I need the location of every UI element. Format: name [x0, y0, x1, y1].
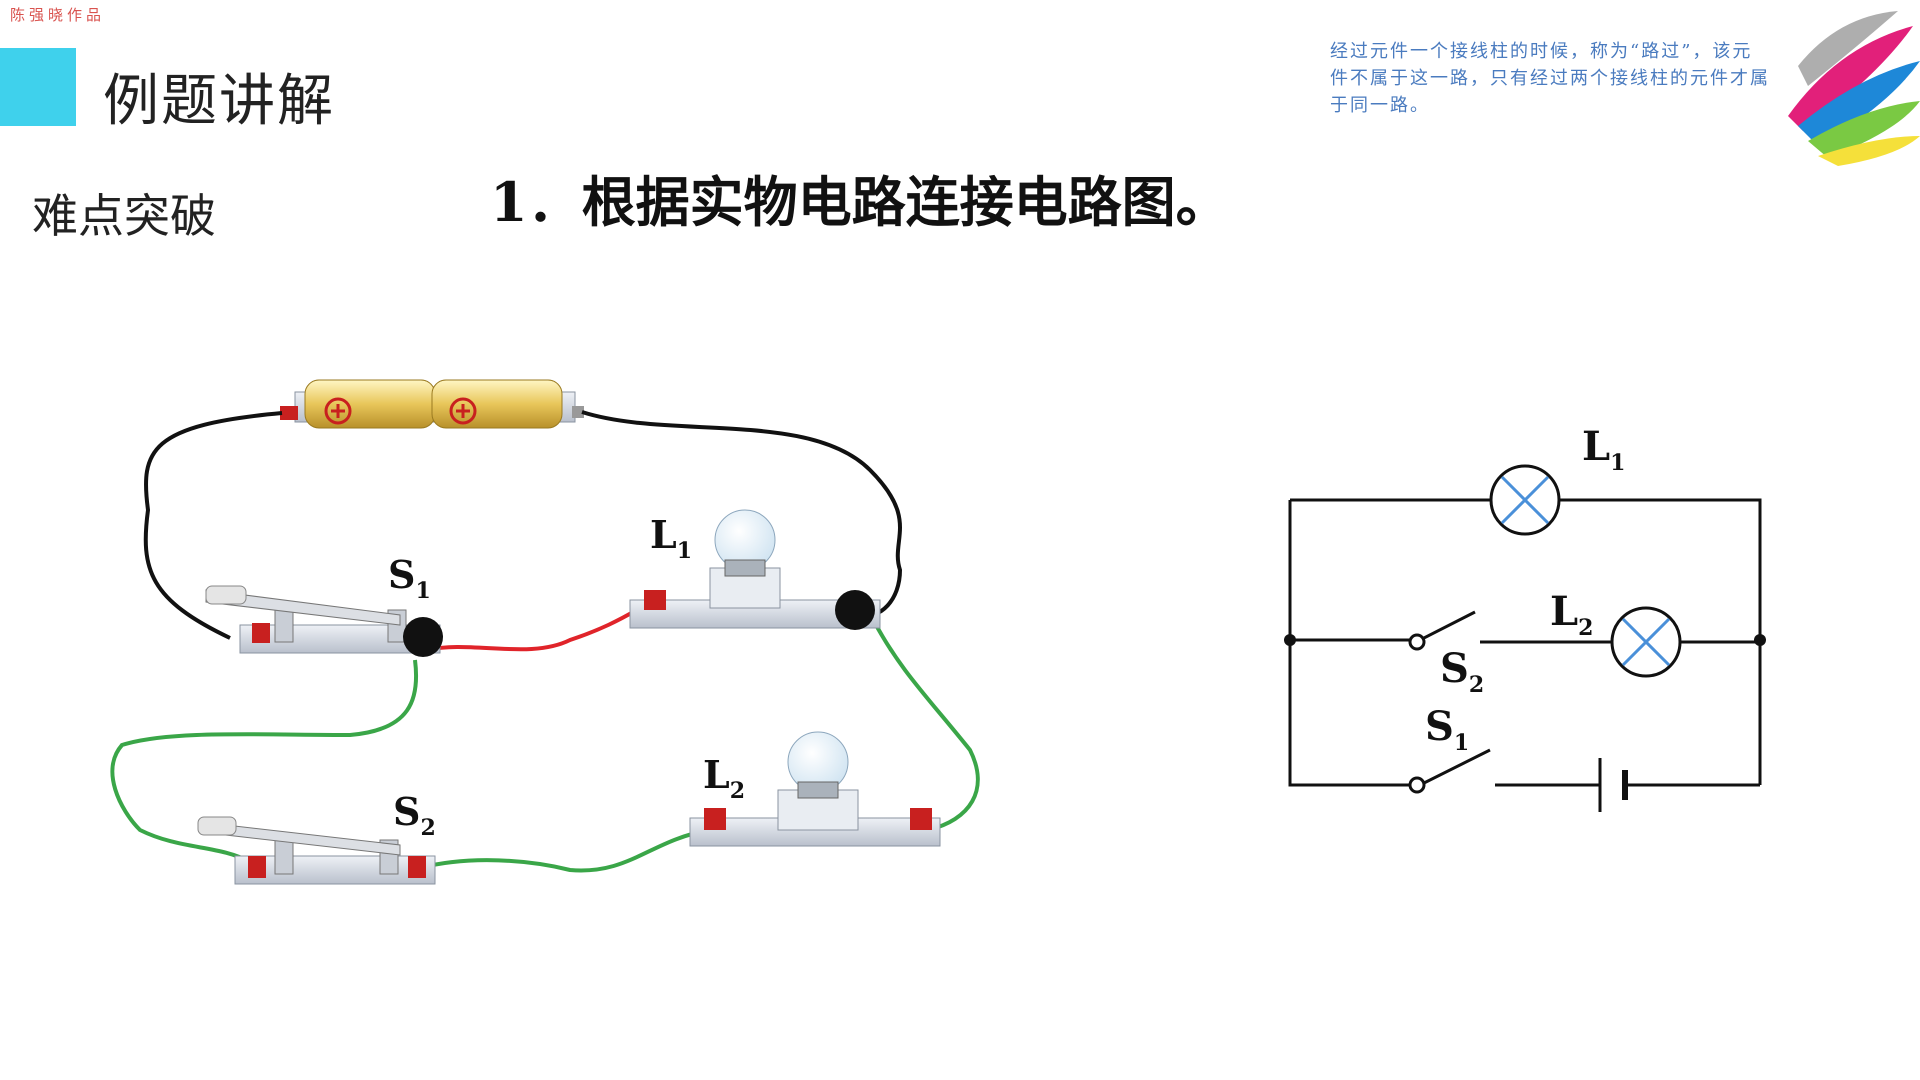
wire-green-2 [419, 828, 711, 873]
schem-label-s2: S [1440, 645, 1469, 692]
lamp-l1-cross [1500, 475, 1550, 525]
label-s2-sub: 2 [420, 815, 435, 841]
svg-text:L2: L2 [703, 752, 745, 804]
label-l1-sub: 1 [677, 538, 692, 564]
schem-label-l1-sub: 1 [1610, 450, 1625, 476]
switch-s1 [205, 585, 443, 657]
brush-logo-icon [1788, 11, 1920, 166]
label-s1-sub: 1 [415, 578, 430, 604]
svg-text:L1: L1 [1582, 423, 1625, 476]
battery-pack [280, 379, 584, 429]
problem-number: 1 [490, 170, 528, 234]
lamp-l1 [629, 509, 881, 630]
subheading: 难点突破 [32, 189, 216, 243]
label-l2: L [703, 752, 730, 797]
accent-bar [0, 48, 76, 126]
svg-text:S2: S2 [393, 789, 436, 841]
switch-s2-pivot [1408, 633, 1426, 651]
wire-green-1 [110, 659, 419, 864]
switch-s2 [197, 816, 436, 885]
label-s1: S [388, 552, 415, 597]
hint-note: 经过元件一个接线柱的时候，称为“路过”，该元件不属于这一路，只有经过两个接线柱的… [1330, 41, 1770, 116]
wire-black-right [581, 410, 903, 618]
lamp-l2-cross [1621, 617, 1671, 667]
problem-heading: 1．根据实物电路连接电路图。 [490, 158, 1230, 237]
schem-label-l2-sub: 2 [1578, 615, 1593, 641]
label-l2-sub: 2 [730, 778, 745, 804]
wire-green-3 [873, 622, 980, 832]
switch-s1-pivot [1408, 776, 1426, 794]
svg-text:S1: S1 [1425, 703, 1469, 756]
section-title: 例题讲解 [103, 69, 335, 134]
svg-text:S2: S2 [1440, 645, 1484, 698]
physical-circuit: L1 S1 L2 S2 [110, 379, 980, 885]
junction-left [1284, 634, 1296, 646]
junction-right [1754, 634, 1766, 646]
author-watermark: 陈强晓作品 [10, 6, 106, 24]
schem-label-l1: L [1582, 423, 1610, 470]
wire-red [427, 606, 642, 652]
schem-label-l2: L [1550, 588, 1578, 635]
problem-text: ．根据实物电路连接电路图。 [527, 171, 1230, 234]
label-l1: L [650, 512, 677, 557]
wire-black-left [143, 411, 283, 640]
schem-label-s1-sub: 1 [1454, 730, 1469, 756]
svg-text:L2: L2 [1550, 588, 1593, 641]
circuit-schematic: L1 L2 S2 S1 [1284, 423, 1766, 812]
schem-label-s2-sub: 2 [1469, 672, 1484, 698]
lamp-l2 [689, 731, 941, 847]
label-s2: S [393, 789, 420, 834]
svg-text:S1: S1 [388, 552, 431, 604]
svg-text:L1: L1 [650, 512, 692, 564]
schem-label-s1: S [1425, 703, 1454, 750]
